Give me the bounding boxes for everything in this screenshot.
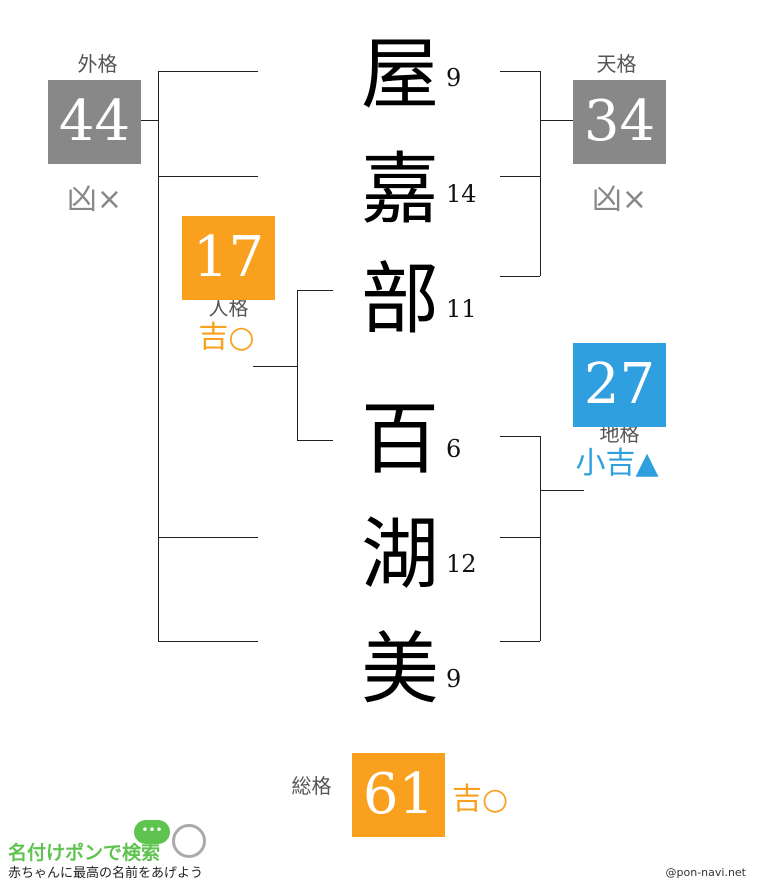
name-char: 湖 xyxy=(360,510,439,600)
connector-line xyxy=(500,276,540,277)
jinkaku-label: 人格 xyxy=(208,296,249,320)
soukaku-result: 吉○ xyxy=(452,782,509,817)
logo-text: 名付けポンで検索 xyxy=(8,842,161,864)
stroke-count: 9 xyxy=(446,64,462,92)
jinkaku-result: 吉○ xyxy=(198,320,255,355)
connector-line xyxy=(540,120,573,121)
stroke-count: 9 xyxy=(446,665,462,693)
connector-line xyxy=(540,436,541,641)
connector-line xyxy=(540,71,541,276)
connector-line xyxy=(297,440,333,441)
name-char: 部 xyxy=(360,255,439,345)
tenkaku-result: 凶× xyxy=(591,182,648,217)
soukaku-label: 総格 xyxy=(291,774,332,798)
gaikaku-label: 外格 xyxy=(77,52,118,76)
stroke-count: 6 xyxy=(446,435,462,463)
gaikaku-result: 凶× xyxy=(66,182,123,217)
connector-line xyxy=(253,366,297,367)
connector-line xyxy=(500,537,540,538)
name-char: 美 xyxy=(360,625,439,715)
connector-line xyxy=(500,71,540,72)
connector-line xyxy=(158,641,258,642)
connector-line xyxy=(500,436,540,437)
jinkaku-value: 17 xyxy=(182,216,275,300)
stroke-count: 11 xyxy=(446,295,477,323)
connector-line xyxy=(297,290,298,440)
tenkaku-value: 34 xyxy=(573,80,666,164)
connector-line xyxy=(158,71,159,641)
connector-line xyxy=(158,71,258,72)
chat-bubble-icon: ••• xyxy=(134,820,170,844)
name-char: 屋 xyxy=(360,30,439,120)
tagline: 赤ちゃんに最高の名前をあげよう xyxy=(8,866,204,881)
connector-line xyxy=(158,176,258,177)
stroke-count: 14 xyxy=(446,180,477,208)
connector-line xyxy=(500,641,540,642)
stroke-count: 12 xyxy=(446,550,477,578)
name-char: 百 xyxy=(360,395,439,485)
baby-face-icon xyxy=(172,824,206,858)
connector-line xyxy=(297,290,333,291)
chikaku-result: 小吉▲ xyxy=(575,446,659,481)
gaikaku-value: 44 xyxy=(48,80,141,164)
connector-line xyxy=(141,120,158,121)
credit: @pon-navi.net xyxy=(665,866,746,879)
name-char: 嘉 xyxy=(360,145,439,235)
chikaku-value: 27 xyxy=(573,343,666,427)
tenkaku-label: 天格 xyxy=(596,52,637,76)
connector-line xyxy=(158,537,258,538)
connector-line xyxy=(500,176,540,177)
soukaku-value: 61 xyxy=(352,753,445,837)
logo[interactable]: ••• 名付けポンで検索 xyxy=(8,818,208,864)
connector-line xyxy=(540,490,584,491)
